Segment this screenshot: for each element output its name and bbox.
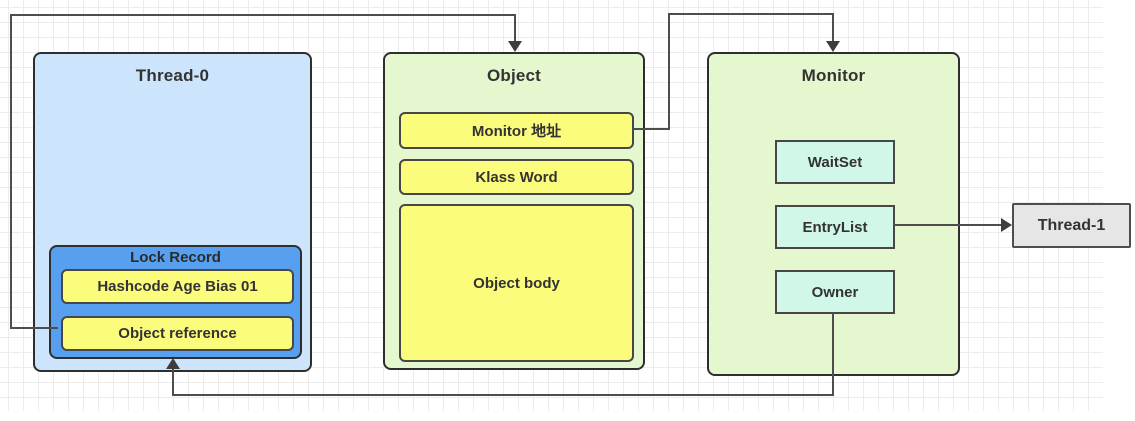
cell-owner: Owner: [775, 270, 895, 314]
edge-segment: [10, 14, 12, 329]
arrowhead-down-icon: [508, 41, 522, 52]
object-body-label: Object body: [473, 274, 560, 292]
cell-klass-word: Klass Word: [399, 159, 634, 195]
thread-0-title: Thread-0: [135, 66, 210, 85]
edge-segment: [832, 312, 834, 396]
cell-object-body: Object body: [399, 204, 634, 362]
hashcode-age-bias-label: Hashcode Age Bias 01: [97, 278, 258, 295]
object-title: Object: [486, 66, 542, 85]
lock-record-title: Lock Record: [130, 249, 221, 266]
monitor-title: Monitor: [801, 66, 866, 85]
object-reference-label: Object reference: [118, 325, 237, 342]
entrylist-label: EntryList: [802, 218, 868, 236]
edge-segment: [514, 14, 516, 42]
edge-segment: [632, 128, 670, 130]
edge-segment: [172, 368, 174, 396]
node-thread-0: Thread-0 Lock Record Hashcode Age Bias 0…: [33, 52, 312, 372]
monitor-address-label: Monitor 地址: [471, 123, 562, 140]
edge-segment: [10, 327, 58, 329]
cell-waitset: WaitSet: [775, 140, 895, 184]
waitset-label: WaitSet: [807, 153, 863, 171]
edge-segment: [668, 13, 834, 15]
owner-label: Owner: [811, 283, 859, 301]
arrowhead-up-icon: [166, 358, 180, 369]
cell-hashcode-age-bias: Hashcode Age Bias 01: [61, 269, 294, 304]
edge-segment: [172, 394, 834, 396]
arrowhead-right-icon: [1001, 218, 1012, 232]
node-monitor: Monitor WaitSet EntryList Owner: [707, 52, 960, 376]
edge-segment: [893, 224, 1003, 226]
node-object: Object Monitor 地址 Klass Word Object body: [383, 52, 645, 370]
thread-1-title: Thread-1: [1037, 216, 1106, 234]
edge-segment: [668, 13, 670, 130]
klass-word-label: Klass Word: [475, 168, 558, 186]
cell-monitor-address: Monitor 地址: [399, 112, 634, 149]
cell-entrylist: EntryList: [775, 205, 895, 249]
arrowhead-down-icon: [826, 41, 840, 52]
node-thread-1: Thread-1: [1012, 203, 1131, 248]
edge-segment: [832, 13, 834, 42]
cell-object-reference: Object reference: [61, 316, 294, 351]
node-lock-record: Lock Record Hashcode Age Bias 01 Object …: [49, 245, 302, 359]
edge-segment: [10, 14, 516, 16]
